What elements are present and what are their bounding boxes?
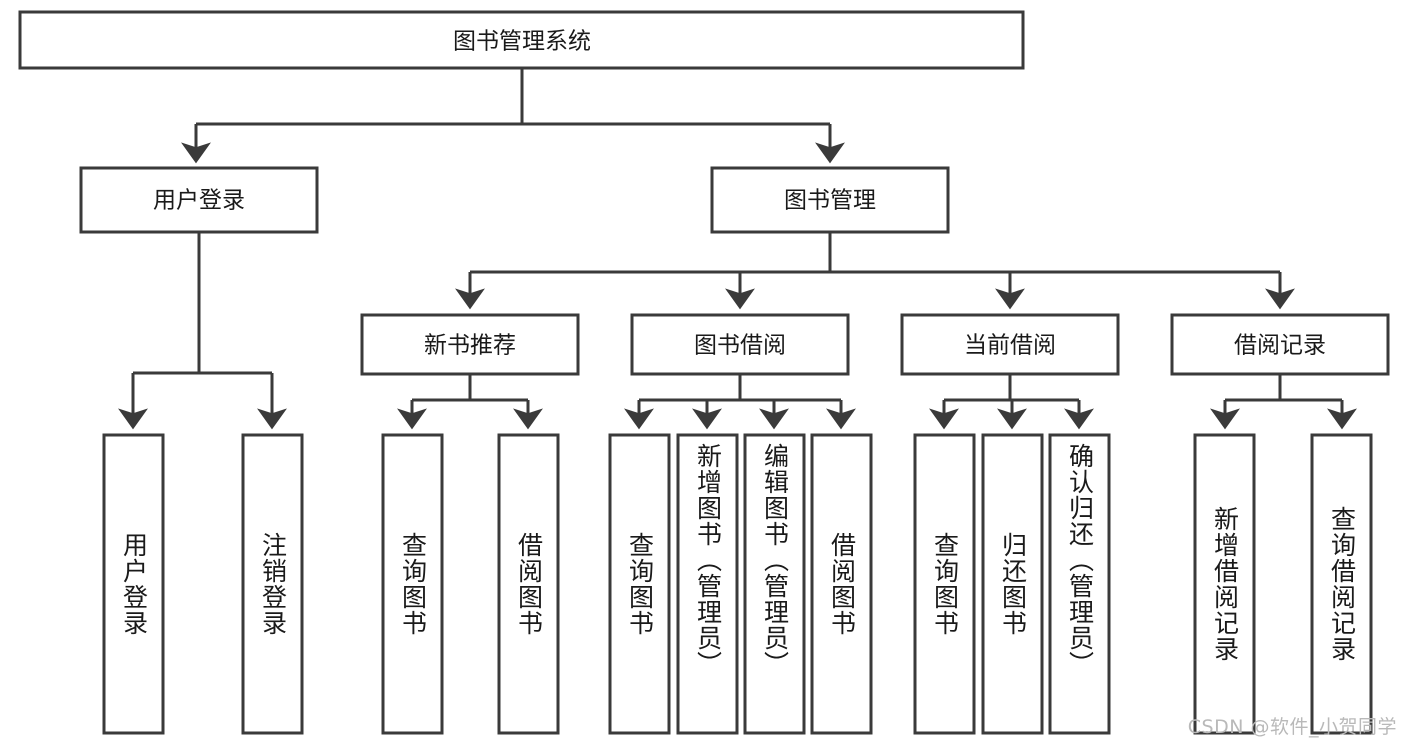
csdn-watermark: CSDN @软件_小贺同学 <box>1187 716 1397 738</box>
node-root[interactable]: 图书管理系统 <box>18 10 1025 70</box>
leaf-boxes-current-borrow <box>913 433 1111 735</box>
node-user-login-label: 用户登录 <box>153 188 245 214</box>
leaf-box-user-logout[interactable] <box>241 433 304 735</box>
connector-root-to-level2 <box>181 68 845 164</box>
leaf-boxes-borrow-record <box>1193 433 1373 735</box>
leaf-box-borrow-book-1[interactable] <box>497 433 560 735</box>
connector-userlogin-to-leaves <box>118 232 287 430</box>
connector-bookmgmt-to-level3 <box>455 232 1295 310</box>
connector-bookborrow-to-leaves <box>624 374 856 430</box>
node-current-borrow-label: 当前借阅 <box>964 333 1056 359</box>
node-current-borrow[interactable]: 当前借阅 <box>900 313 1120 376</box>
connector-borrowrecord-to-leaves <box>1210 374 1357 430</box>
node-borrow-record[interactable]: 借阅记录 <box>1170 313 1390 376</box>
leaf-box-query-book-1[interactable] <box>381 433 444 735</box>
leaf-box-user-login[interactable] <box>102 433 165 735</box>
leaf-box-borrow-book-2[interactable] <box>810 433 873 735</box>
leaf-boxes-book-borrow <box>608 433 873 735</box>
node-borrow-record-label: 借阅记录 <box>1234 333 1326 359</box>
leaf-box-edit-book[interactable] <box>743 433 806 735</box>
leaf-box-query-book-3[interactable] <box>913 433 976 735</box>
node-book-management-label: 图书管理 <box>784 188 876 214</box>
leaf-box-confirm-return[interactable] <box>1048 433 1111 735</box>
node-book-management[interactable]: 图书管理 <box>710 166 950 234</box>
leaf-box-add-book[interactable] <box>676 433 739 735</box>
leaf-boxes-new-book-recommend <box>381 433 560 735</box>
leaf-box-query-book-2[interactable] <box>608 433 671 735</box>
node-book-borrow-label: 图书借阅 <box>694 333 786 359</box>
node-root-label: 图书管理系统 <box>453 29 591 55</box>
connector-currentborrow-to-leaves <box>929 374 1094 430</box>
leaf-boxes-user-login <box>102 433 304 735</box>
node-new-book-recommend[interactable]: 新书推荐 <box>360 313 580 376</box>
node-user-login[interactable]: 用户登录 <box>79 166 319 234</box>
connector-newbook-to-leaves <box>397 374 543 430</box>
leaf-box-add-record[interactable] <box>1193 433 1256 735</box>
node-new-book-recommend-label: 新书推荐 <box>424 333 516 359</box>
leaf-box-return-book[interactable] <box>981 433 1044 735</box>
node-book-borrow[interactable]: 图书借阅 <box>630 313 850 376</box>
leaf-box-query-record[interactable] <box>1310 433 1373 735</box>
